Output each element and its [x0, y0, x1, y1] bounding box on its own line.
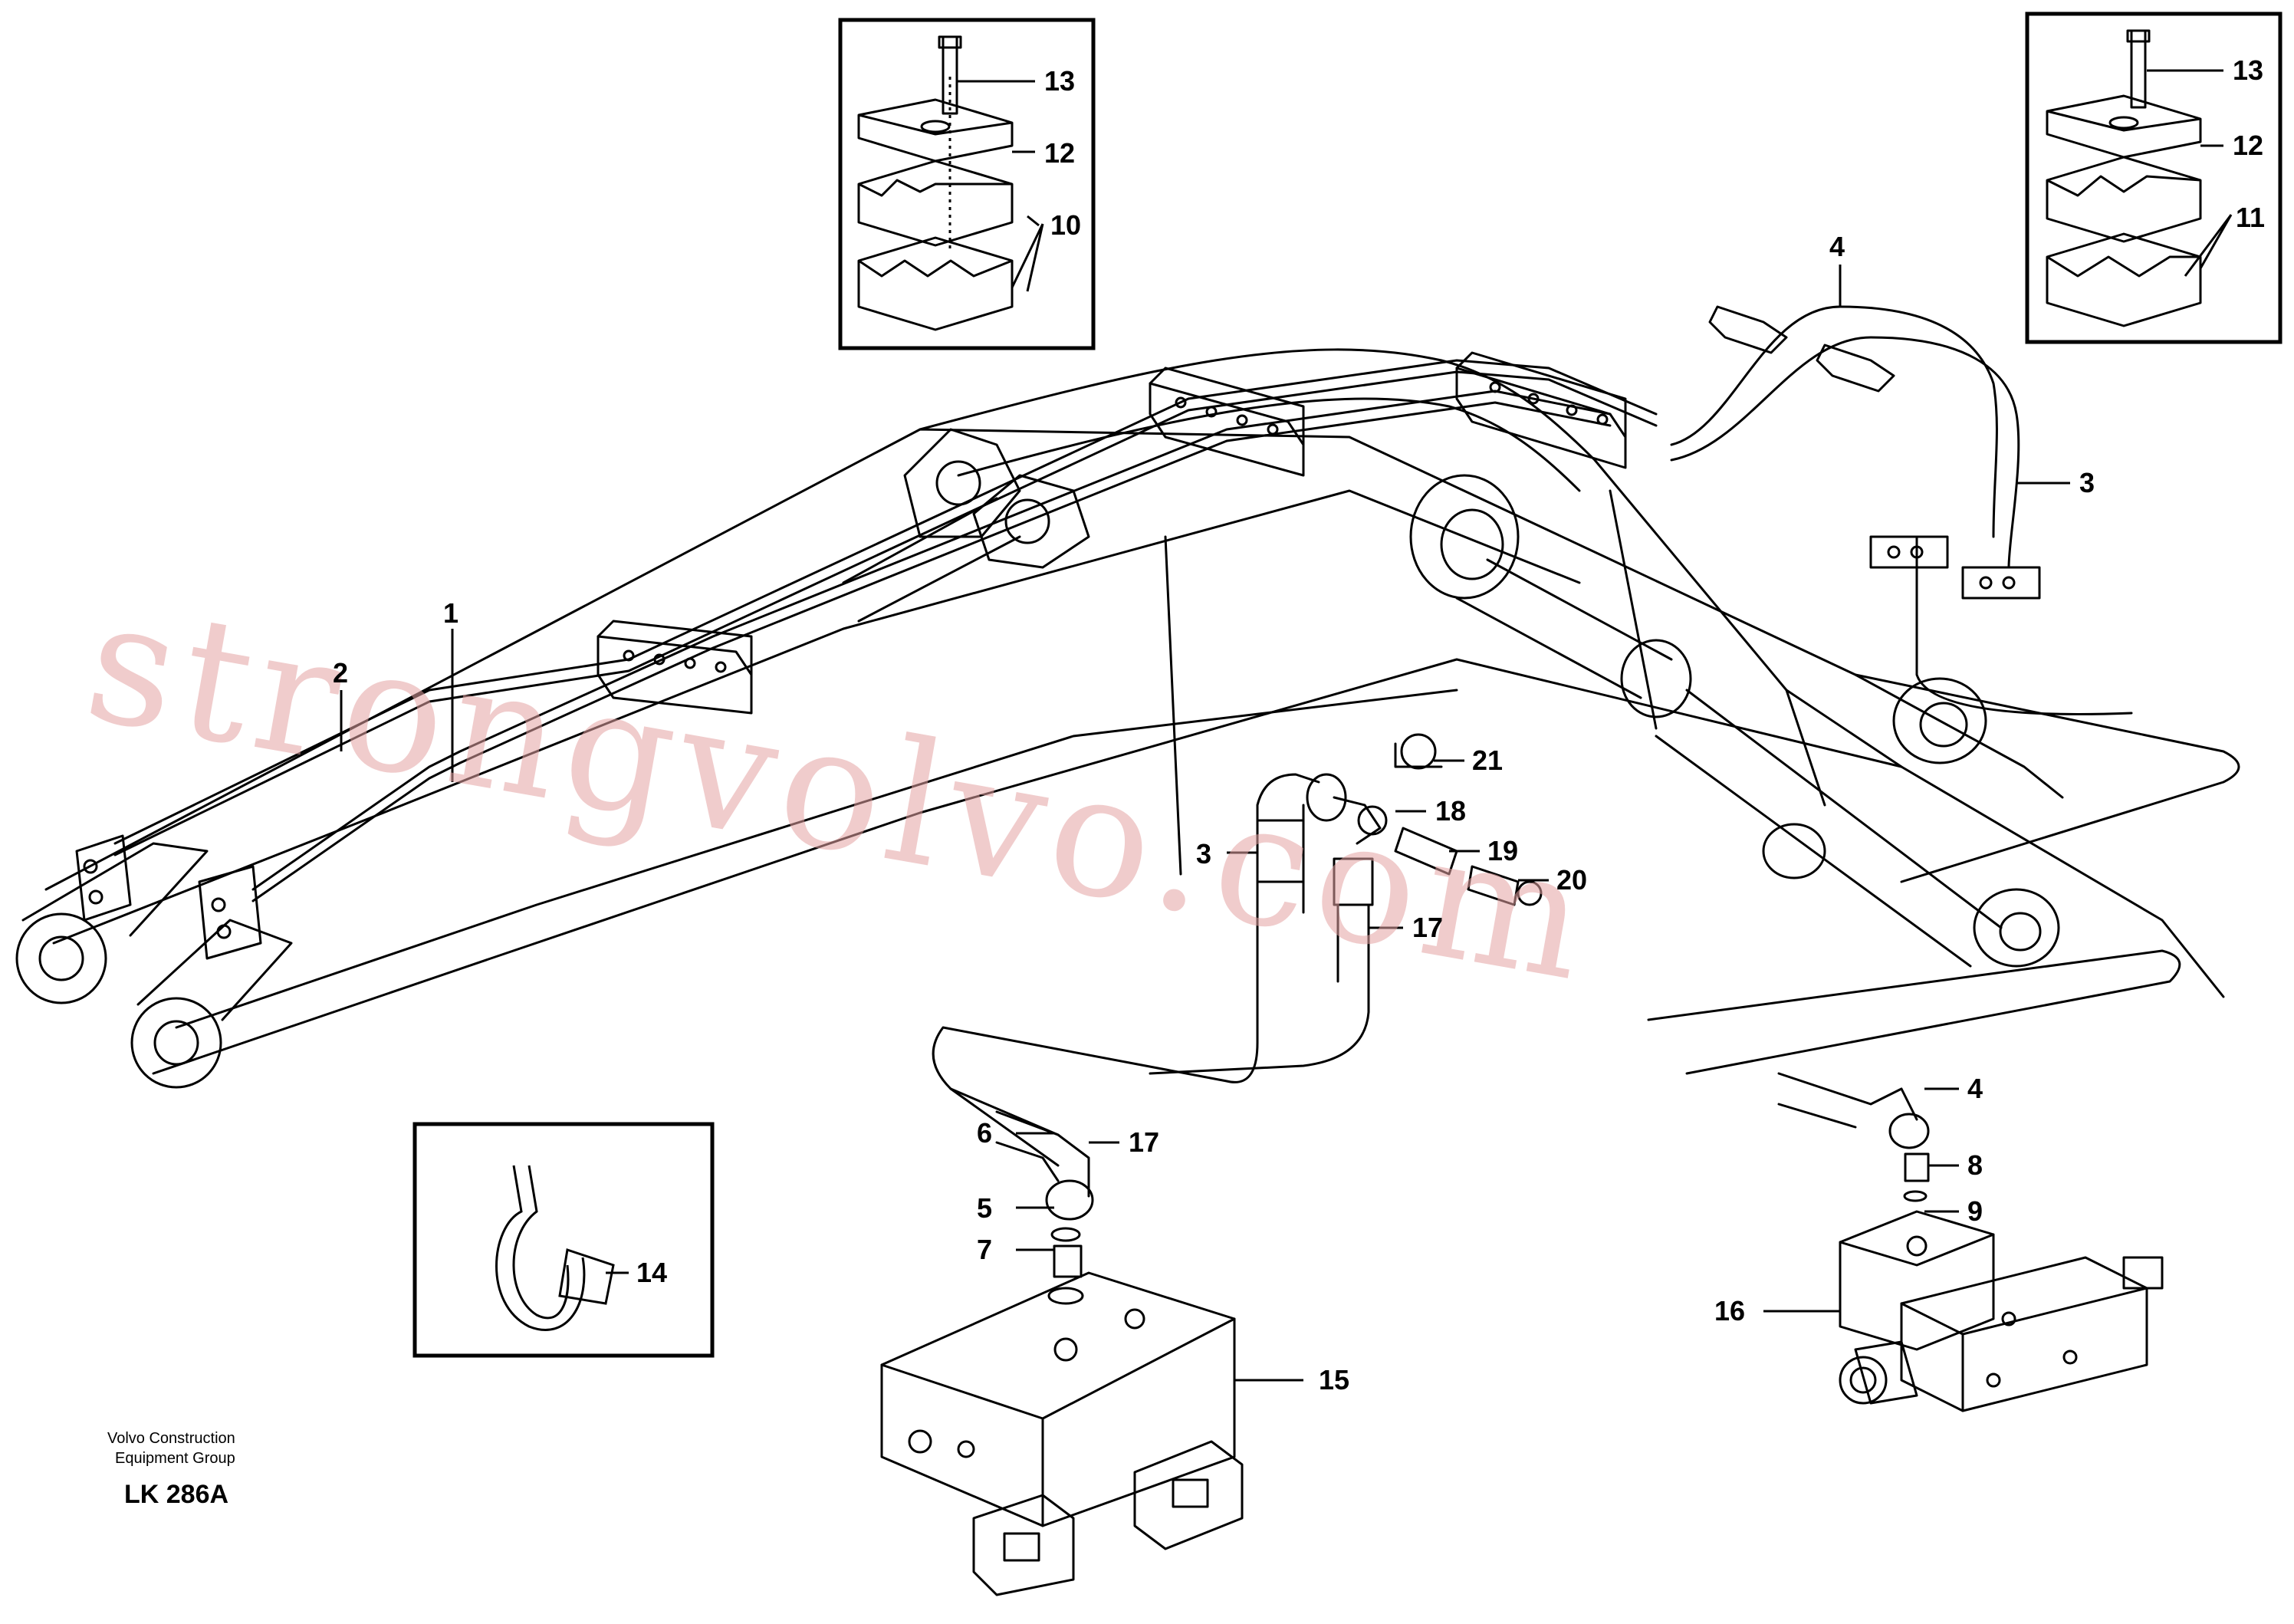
callout-8: 8: [1967, 1149, 1983, 1181]
valve-block-15: [880, 1110, 1244, 1596]
callout-3-center: 3: [1196, 838, 1211, 870]
callout-14: 14: [636, 1257, 667, 1288]
callout-5: 5: [977, 1192, 992, 1224]
valve-block-16: [1777, 1072, 2164, 1412]
boom-arm: [15, 348, 2240, 1089]
drawing-code: LK 286A: [124, 1480, 228, 1509]
callout-19: 19: [1487, 835, 1518, 866]
credit-line-1: Volvo Construction: [107, 1430, 235, 1447]
credit-block: Volvo Construction Equipment Group LK 28…: [107, 1430, 235, 1509]
callout-4-top: 4: [1829, 231, 1845, 262]
callout-18: 18: [1435, 795, 1466, 827]
clamp-block-upper: [1149, 367, 1305, 477]
callout-10: 10: [1050, 209, 1081, 241]
callout-6: 6: [977, 1117, 992, 1149]
callout-1: 1: [443, 597, 458, 629]
callout-3-right: 3: [2079, 467, 2095, 498]
inset-clamp-11: [2025, 12, 2282, 344]
clamp-block-rear: [1455, 351, 1627, 469]
callout-20: 20: [1556, 864, 1587, 896]
callout-12-right: 12: [2233, 130, 2263, 161]
callout-16: 16: [1714, 1295, 1745, 1326]
hydraulic-line-1: [113, 359, 1658, 856]
inset-cable-tie-14: [412, 1122, 715, 1358]
callout-17-lower: 17: [1129, 1126, 1159, 1158]
callout-2: 2: [333, 657, 348, 689]
callout-21: 21: [1472, 745, 1503, 776]
callout-12-left: 12: [1044, 137, 1075, 169]
callout-13-left: 13: [1044, 65, 1075, 97]
clamp-block-mid: [597, 620, 753, 715]
callout-4-bottom: 4: [1967, 1073, 1983, 1104]
callout-11: 11: [2236, 202, 2265, 233]
inset-clamp-10: [838, 18, 1096, 350]
callout-13-right: 13: [2233, 54, 2263, 86]
callout-17-center: 17: [1412, 912, 1443, 943]
callout-7: 7: [977, 1234, 992, 1265]
clamp-assembly-11-drawing: [2046, 29, 2202, 327]
hose-clamp-blocks: [1708, 305, 2041, 600]
credit-line-2: Equipment Group: [115, 1450, 235, 1467]
fitting-group-center: [932, 733, 1543, 1167]
clamp-block-left: [75, 834, 262, 960]
callout-15: 15: [1319, 1364, 1349, 1396]
callout-9: 9: [1967, 1195, 1983, 1227]
callout-labels: 13 12 10 13 12 11 4 3 1 2 21 18 19 3 20 …: [333, 54, 2265, 1396]
leader-lines: [340, 69, 2233, 1382]
cable-tie-drawing: [495, 1165, 615, 1331]
clamp-assembly-10-drawing: [857, 35, 1014, 331]
hose-3-loop: [1670, 305, 2133, 715]
